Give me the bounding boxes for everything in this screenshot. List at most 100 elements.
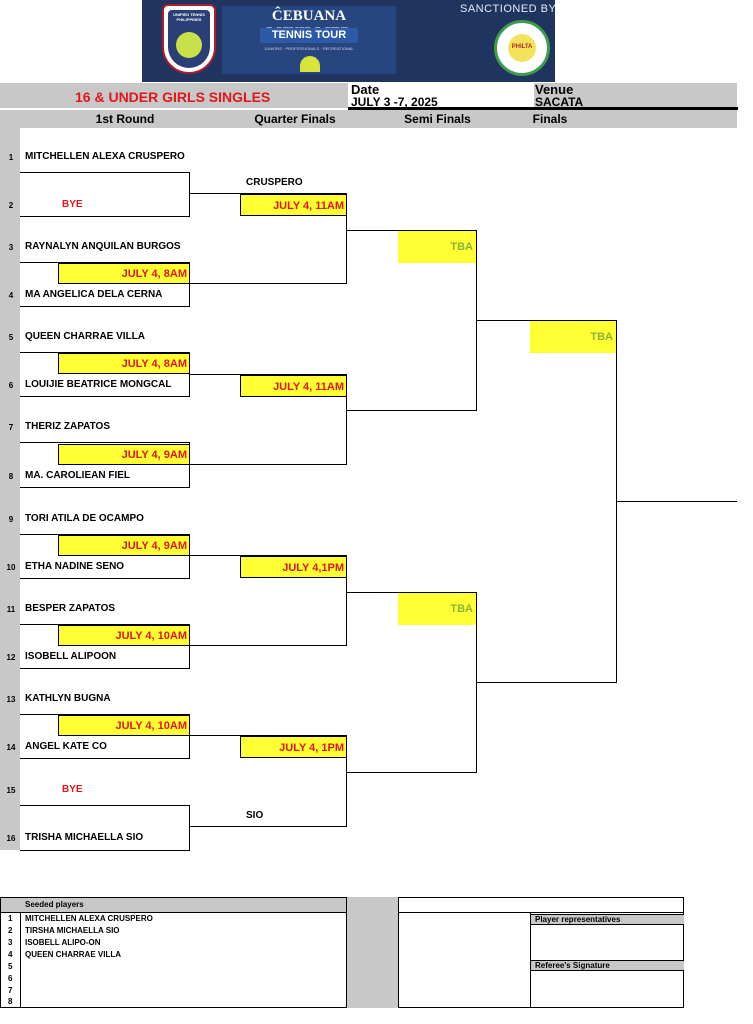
bracket-line	[20, 714, 190, 715]
finals-heading: Finals	[532, 112, 568, 126]
quarterfinal-schedule: JULY 4, 1PM	[240, 736, 347, 758]
seed-number: 5	[8, 962, 13, 971]
draw-number: 3	[8, 243, 14, 252]
tennis-ball-icon	[300, 56, 320, 72]
bracket-line	[20, 487, 190, 488]
referee-signature-label: Referee's Signature	[535, 961, 610, 970]
bracket-line	[189, 442, 190, 488]
champion-line	[616, 501, 737, 502]
seed-name: TIRSHA MICHAELLA SIO	[25, 926, 120, 935]
bracket-line	[476, 320, 617, 321]
bracket-line	[20, 172, 190, 173]
tour-subtitle-text: JUNIORS · PROFESSIONALS · RECREATIONAL	[264, 46, 354, 51]
bracket-line	[20, 758, 190, 759]
draw-number: 1	[8, 153, 14, 162]
bracket-line	[189, 374, 347, 375]
player-name: QUEEN CHARRAE VILLA	[25, 331, 146, 342]
final-result: TBA	[530, 321, 616, 353]
draw-number: 15	[6, 786, 16, 795]
seeded-heading: Seeded players	[25, 900, 84, 909]
venue-value: SACATA	[535, 95, 584, 109]
player-name: MA ANGELICA DELA CERNA	[25, 289, 163, 300]
bracket-line	[189, 464, 347, 465]
bracket-line	[189, 826, 347, 827]
seeded-grey-column	[346, 897, 399, 1008]
bracket-line	[346, 230, 477, 231]
unified-tennis-logo-text: UNIFIED TENNIS PHILIPPINES	[173, 12, 205, 22]
bracket-line	[20, 216, 190, 217]
seed-number: 4	[8, 950, 13, 959]
player-name: ANGEL KATE CO	[25, 741, 107, 752]
header-rule	[348, 107, 738, 110]
draw-number: 10	[6, 563, 16, 572]
bracket-line	[476, 682, 617, 683]
bracket-line	[189, 262, 190, 307]
bracket-line	[189, 645, 347, 646]
player-name: TORI ATILA DE OCAMPO	[25, 513, 144, 524]
player-name: TRISHA MICHAELLA SIO	[25, 832, 144, 843]
player-name: THERIZ ZAPATOS	[25, 421, 110, 432]
bracket-line	[20, 352, 190, 353]
player-name: BESPER ZAPATOS	[25, 603, 116, 614]
bracket-line	[346, 592, 477, 593]
bracket-line	[189, 714, 190, 759]
draw-number: 5	[8, 333, 14, 342]
venue-label: Venue	[535, 82, 574, 97]
match-schedule: JULY 4, 8AM	[58, 263, 190, 284]
draw-number: 9	[8, 515, 14, 524]
quarterfinal-schedule: JULY 4, 11AM	[240, 194, 347, 216]
semi-finals-heading: Semi Finals	[404, 112, 471, 126]
seeded-table	[0, 897, 684, 1008]
draw-number: 8	[8, 472, 14, 481]
bracket-line	[20, 578, 190, 579]
philta-logo-text: PHILTA	[511, 44, 533, 50]
bracket-line	[346, 555, 347, 646]
match-schedule: JULY 4, 9AM	[58, 535, 190, 556]
seed-name: MITCHELLEN ALEXA CRUSPERO	[25, 914, 153, 923]
seeded-heading-bar	[1, 898, 346, 912]
player-reps-heading-bar	[531, 914, 684, 925]
bracket-line	[20, 442, 190, 443]
draw-number: 16	[6, 834, 16, 843]
seed-number: 2	[8, 926, 13, 935]
seed-number: 6	[8, 974, 13, 983]
bracket-line	[189, 283, 347, 284]
advancing-player: CRUSPERO	[246, 177, 303, 188]
bracket-line	[346, 374, 347, 465]
draw-number: 12	[6, 653, 16, 662]
bracket-line	[20, 668, 190, 669]
date-box	[348, 83, 534, 108]
bracket-line	[346, 735, 347, 827]
player-name: RAYNALYN ANQUILAN BURGOS	[25, 241, 181, 252]
bracket-line	[189, 172, 190, 217]
bracket-line	[20, 262, 190, 263]
date-label: Date	[351, 82, 380, 97]
match-schedule: JULY 4, 9AM	[58, 444, 190, 465]
date-value: JULY 3 -7, 2025	[351, 95, 438, 109]
match-schedule: JULY 4, 10AM	[58, 625, 190, 646]
player-name: ETHA NADINE SENO	[25, 561, 125, 572]
sanctioned-by-label: SANCTIONED BY:	[460, 3, 560, 15]
seed-name: ISOBELL ALIPO-ON	[25, 938, 101, 947]
player-bye: BYE	[62, 784, 83, 795]
player-name: LOUIJIE BEATRICE MONGCAL	[25, 379, 172, 390]
draw-number: 13	[6, 695, 16, 704]
table-divider	[20, 912, 21, 1008]
event-title: 16 & UNDER GIRLS SINGLES	[75, 89, 271, 105]
seed-number: 1	[8, 914, 13, 923]
match-schedule: JULY 4, 10AM	[58, 715, 190, 736]
philta-logo-inner	[508, 34, 536, 62]
quarterfinal-schedule: JULY 4, 11AM	[240, 375, 347, 397]
seed-number: 7	[8, 986, 13, 995]
draw-number-strip	[0, 128, 20, 850]
semifinal-result: TBA	[398, 231, 476, 263]
draw-number: 7	[8, 423, 14, 432]
match-schedule: JULY 4, 8AM	[58, 353, 190, 374]
tour-name-text: TENNIS TOUR	[260, 28, 358, 43]
bracket-line	[346, 410, 477, 411]
draw-number: 14	[6, 743, 16, 752]
bracket-line	[189, 534, 190, 579]
player-name: KATHLYN BUGNA	[25, 693, 111, 704]
player-bye: BYE	[62, 199, 83, 210]
player-name: ISOBELL ALIPOON	[25, 651, 117, 662]
